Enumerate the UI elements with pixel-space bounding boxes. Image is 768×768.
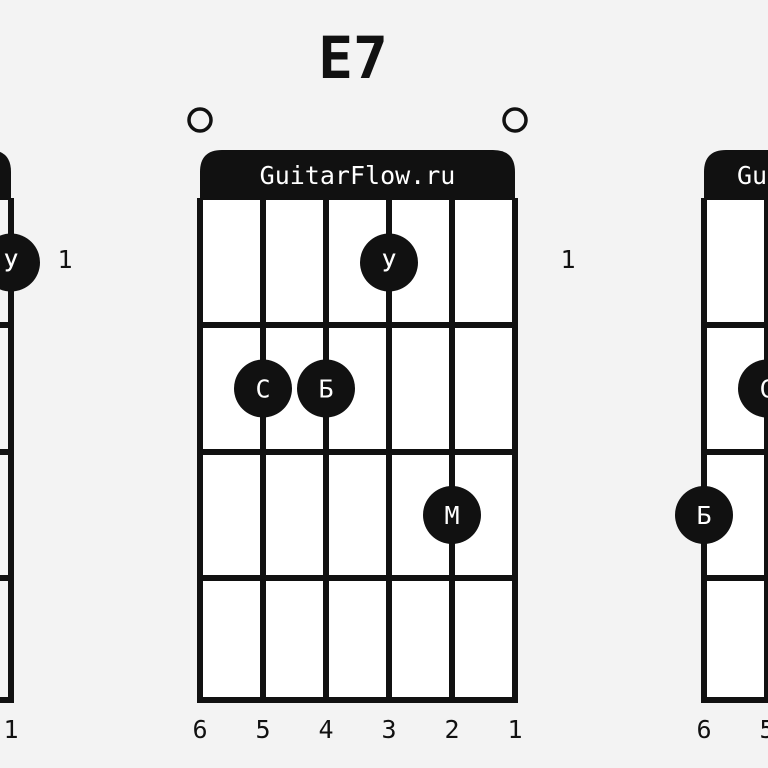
- string-number: 5: [255, 715, 270, 744]
- finger-dot-circle: [360, 233, 418, 292]
- headstock-bar: [0, 152, 11, 200]
- finger-dot-label: С: [759, 375, 768, 404]
- string-number: 2: [444, 715, 459, 744]
- finger-dot: У: [0, 233, 40, 292]
- headstock-bar: [704, 150, 768, 200]
- finger-dot-circle: [675, 486, 733, 544]
- fret-number: 1: [560, 245, 575, 274]
- main-chord-diagram: GuitarFlow.ru 1 6 5 4 3 2 1 У С Б М: [187, 107, 576, 744]
- string-number: 5: [759, 715, 768, 744]
- open-string-marker: [502, 107, 528, 133]
- string-number: 1: [507, 715, 522, 744]
- string-number: 1: [3, 715, 18, 744]
- open-string-marker: [187, 107, 213, 133]
- chord-title: E7: [318, 24, 388, 92]
- finger-dot-label: Б: [696, 501, 711, 530]
- finger-dot: У: [360, 233, 418, 292]
- left-partial-diagram: 1 1 У: [0, 152, 73, 744]
- finger-dot: С: [738, 359, 768, 418]
- finger-dot-circle: [297, 359, 355, 418]
- fret-number: 1: [57, 245, 72, 274]
- string-number: 3: [381, 715, 396, 744]
- brand-watermark: Gu: [737, 161, 767, 190]
- string-number: 4: [318, 715, 333, 744]
- finger-dot-circle: [738, 359, 768, 418]
- finger-dot: Б: [675, 486, 733, 544]
- finger-dot: М: [423, 486, 481, 544]
- fretboard-area: [704, 170, 767, 700]
- finger-dot-circle: [0, 233, 40, 292]
- right-partial-diagram: Gu 6 5 Б С: [675, 150, 768, 744]
- finger-dot-label: У: [381, 249, 396, 278]
- finger-dot: Б: [297, 359, 355, 418]
- finger-dot-label: С: [255, 375, 270, 404]
- finger-dot-circle: [234, 359, 292, 418]
- string-number: 6: [192, 715, 207, 744]
- finger-dot-label: У: [3, 249, 18, 278]
- finger-dot-label: Б: [318, 375, 333, 404]
- finger-dot-label: М: [444, 501, 459, 530]
- headstock-bar: [200, 150, 515, 200]
- fretboard-area: [200, 170, 515, 700]
- finger-dot: С: [234, 359, 292, 418]
- brand-watermark: GuitarFlow.ru: [260, 161, 456, 190]
- string-number: 6: [696, 715, 711, 744]
- finger-dot-circle: [423, 486, 481, 544]
